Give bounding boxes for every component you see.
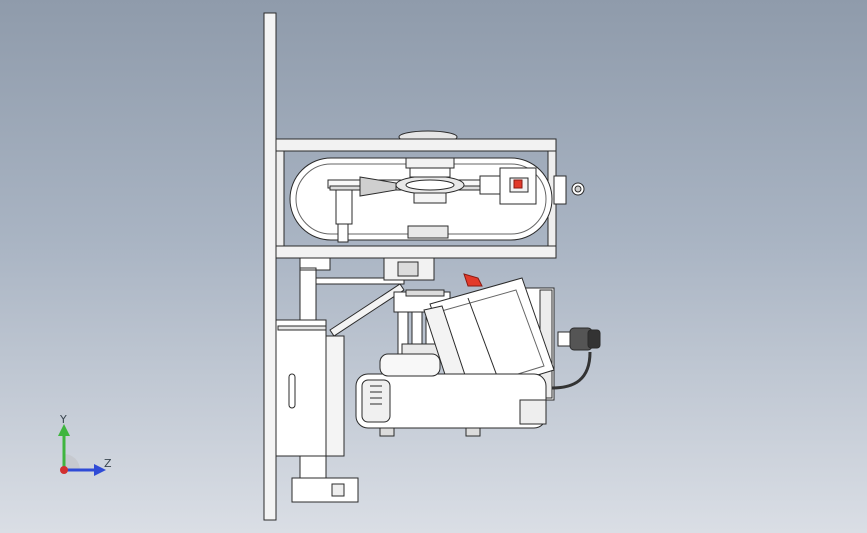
z-axis-label: Z [104, 457, 112, 470]
mounting-plate [263, 12, 277, 521]
side-box [275, 319, 359, 503]
lower-bracket [299, 257, 435, 337]
y-axis-label: Y [60, 413, 67, 426]
origin-point [60, 466, 68, 474]
triad-shadow [64, 454, 80, 470]
coordinate-triad: Y Z [44, 410, 124, 480]
base-tank [355, 353, 547, 437]
y-axis-arrow [58, 424, 70, 436]
z-axis-arrow [94, 464, 106, 476]
hose-connector [551, 327, 601, 390]
red-lever [463, 273, 483, 287]
slider-mechanism [327, 157, 585, 243]
